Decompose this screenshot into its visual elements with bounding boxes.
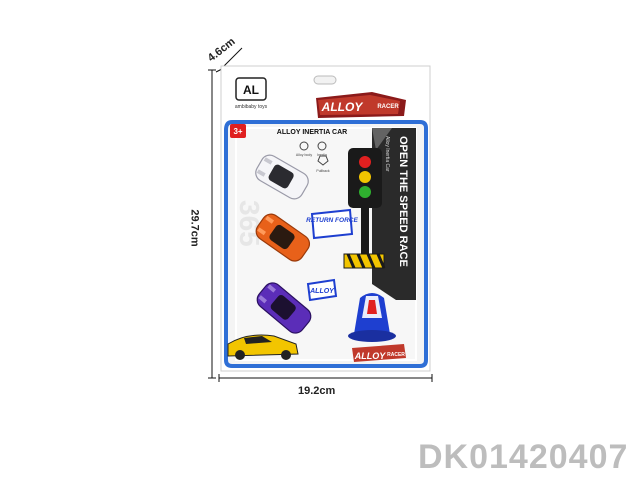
return-force-text: RETURN FORCE <box>306 217 358 224</box>
brand-logo-mark: AL <box>243 83 259 97</box>
age-badge: 3+ <box>230 124 246 138</box>
return-force-badge: RETURN FORCE <box>306 208 358 240</box>
top-logo-text: ALLOY <box>321 100 364 114</box>
product-code: DK01420407 <box>418 438 629 476</box>
side-subtitle-text: Alloy Inertia Car <box>384 136 390 172</box>
width-dimension-label: 19.2cm <box>298 385 336 397</box>
traffic-light <box>343 148 386 269</box>
alloy-badge: ALLOY <box>306 278 338 302</box>
feature-label-2: Pullback <box>316 169 329 173</box>
alloy-body-icon <box>299 141 309 151</box>
alloy-badge-text: ALLOY <box>309 288 335 295</box>
bottom-racing-car <box>227 334 299 360</box>
pullback-icon <box>317 155 329 166</box>
car-orange <box>255 213 311 262</box>
side-banner-text: OPEN THE SPEED RACE <box>397 136 409 267</box>
dimension-lines <box>208 47 433 382</box>
feature-label-0: Alloy body <box>296 153 312 157</box>
car-purple <box>256 282 312 334</box>
brand-name: ambibaby toys <box>235 104 268 110</box>
brand-logo: AL ambibaby toys <box>235 77 268 110</box>
bottom-alloy-logo: ALLOY RACER <box>352 344 406 362</box>
inertia-icon <box>317 141 327 151</box>
headline: ALLOY INERTIA CAR <box>277 129 347 136</box>
feature-icons: Alloy body Inertia Pullback <box>296 141 330 173</box>
top-logo-sub: RACER <box>377 104 399 110</box>
bottom-logo-sub: RACER <box>387 352 405 358</box>
age-badge-text: 3+ <box>233 127 242 136</box>
car-white <box>255 154 309 200</box>
bottom-logo-text: ALLOY <box>354 351 386 361</box>
feature-label-1: Inertia <box>317 153 327 157</box>
traffic-cone <box>348 293 396 342</box>
top-alloy-logo: ALLOY RACER <box>316 92 406 118</box>
